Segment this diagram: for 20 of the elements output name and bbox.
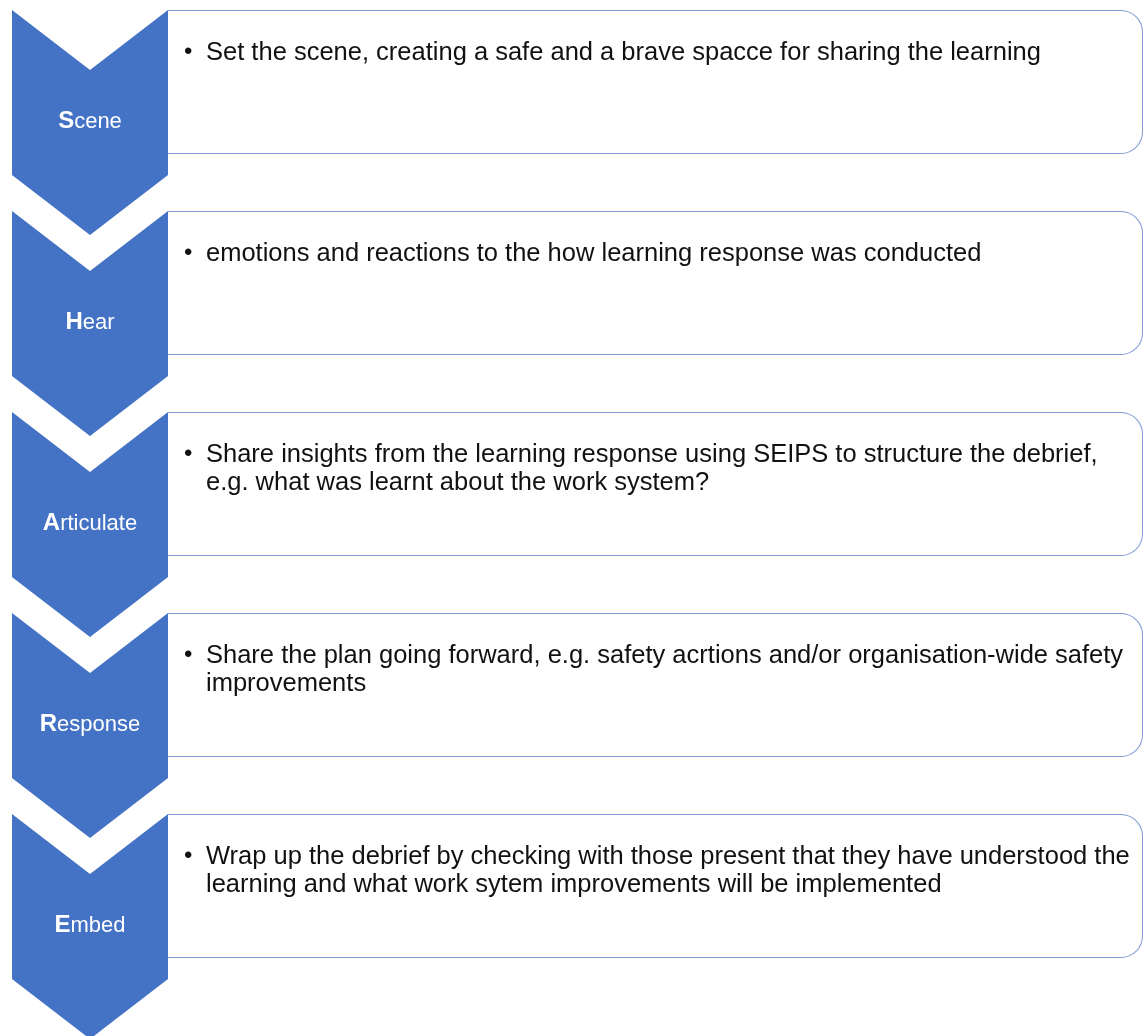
bullet-text: Share insights from the learning response using SEIPS to structure the debrief, e.g. what was learnt about the work system? <box>206 439 1099 495</box>
description-box <box>168 211 1143 355</box>
bullet-text: Wrap up the debrief by checking with those present that they have understood the learning and what work sytem improvements will be implemented <box>206 841 1131 897</box>
description-box <box>168 814 1143 958</box>
bullet-point: • <box>184 640 193 668</box>
step-label: Hear <box>64 307 116 335</box>
bullet-text: emotions and reactions to the how learning response was conducted <box>206 238 983 266</box>
description-box <box>168 412 1143 556</box>
step-label: Articulate <box>41 508 139 536</box>
bullet-point: • <box>184 841 193 869</box>
step-label: Response <box>38 709 142 737</box>
bullet-text: Set the scene, creating a safe and a brave spacce for sharing the learning <box>206 37 1042 65</box>
bullet-point: • <box>184 439 193 467</box>
bullet-point: • <box>184 37 193 65</box>
bullet-text: Share the plan going forward, e.g. safety acrtions and/or organisation-wide safety improvements <box>206 640 1125 696</box>
description-box <box>168 10 1143 154</box>
step-label: Scene <box>57 106 123 134</box>
description-box <box>168 613 1143 757</box>
step-label: Embed <box>53 910 127 938</box>
bullet-point: • <box>184 238 193 266</box>
